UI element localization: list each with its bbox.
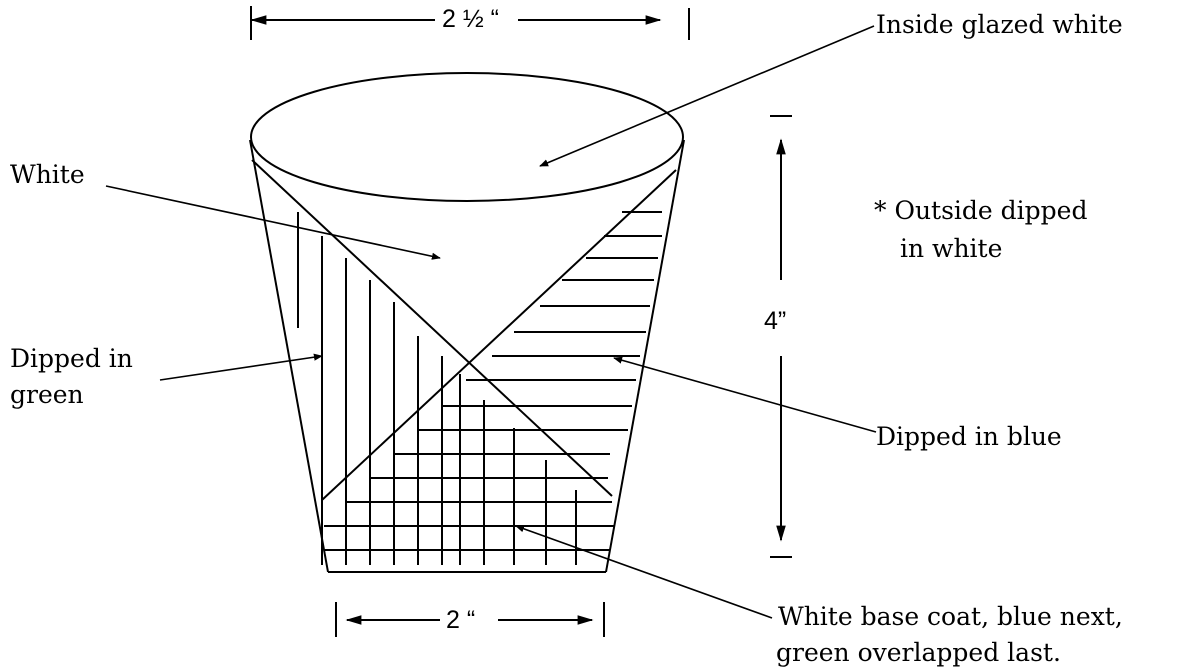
arrow-dipped-green	[159, 353, 323, 381]
diagonal-left-to-right	[251, 159, 613, 497]
bottom-width-dimension	[335, 602, 605, 637]
top-width-label: 2 ½ “	[440, 4, 501, 34]
diagonal-right-to-left	[321, 169, 677, 501]
label-dipped-blue: Dipped in blue	[876, 422, 1062, 451]
cup-rim-ellipse	[250, 72, 684, 202]
label-outside-line1: * Outside dipped	[874, 196, 1088, 225]
label-white: White	[10, 160, 85, 189]
label-green-line1: Dipped in	[10, 344, 133, 373]
green-hatch-lines	[297, 212, 577, 565]
label-inside-glazed: Inside glazed white	[876, 10, 1123, 39]
cup-left-side	[249, 139, 329, 573]
top-width-dimension	[250, 6, 690, 40]
arrow-white	[105, 185, 441, 260]
arrow-overlap	[515, 525, 773, 619]
label-outside-line2: in white	[900, 234, 1003, 263]
height-dimension	[770, 115, 792, 558]
label-green-line2: green	[10, 380, 84, 409]
cup-right-side	[605, 139, 685, 573]
bottom-width-label: 2 “	[444, 605, 478, 635]
blue-hatch-lines	[324, 211, 662, 551]
height-label: 4”	[762, 306, 789, 336]
arrow-dipped-blue	[613, 356, 877, 433]
label-overlap-line2: green overlapped last.	[776, 638, 1061, 667]
arrow-inside-glazed	[539, 25, 875, 167]
label-overlap-line1: White base coat, blue next,	[778, 602, 1123, 631]
